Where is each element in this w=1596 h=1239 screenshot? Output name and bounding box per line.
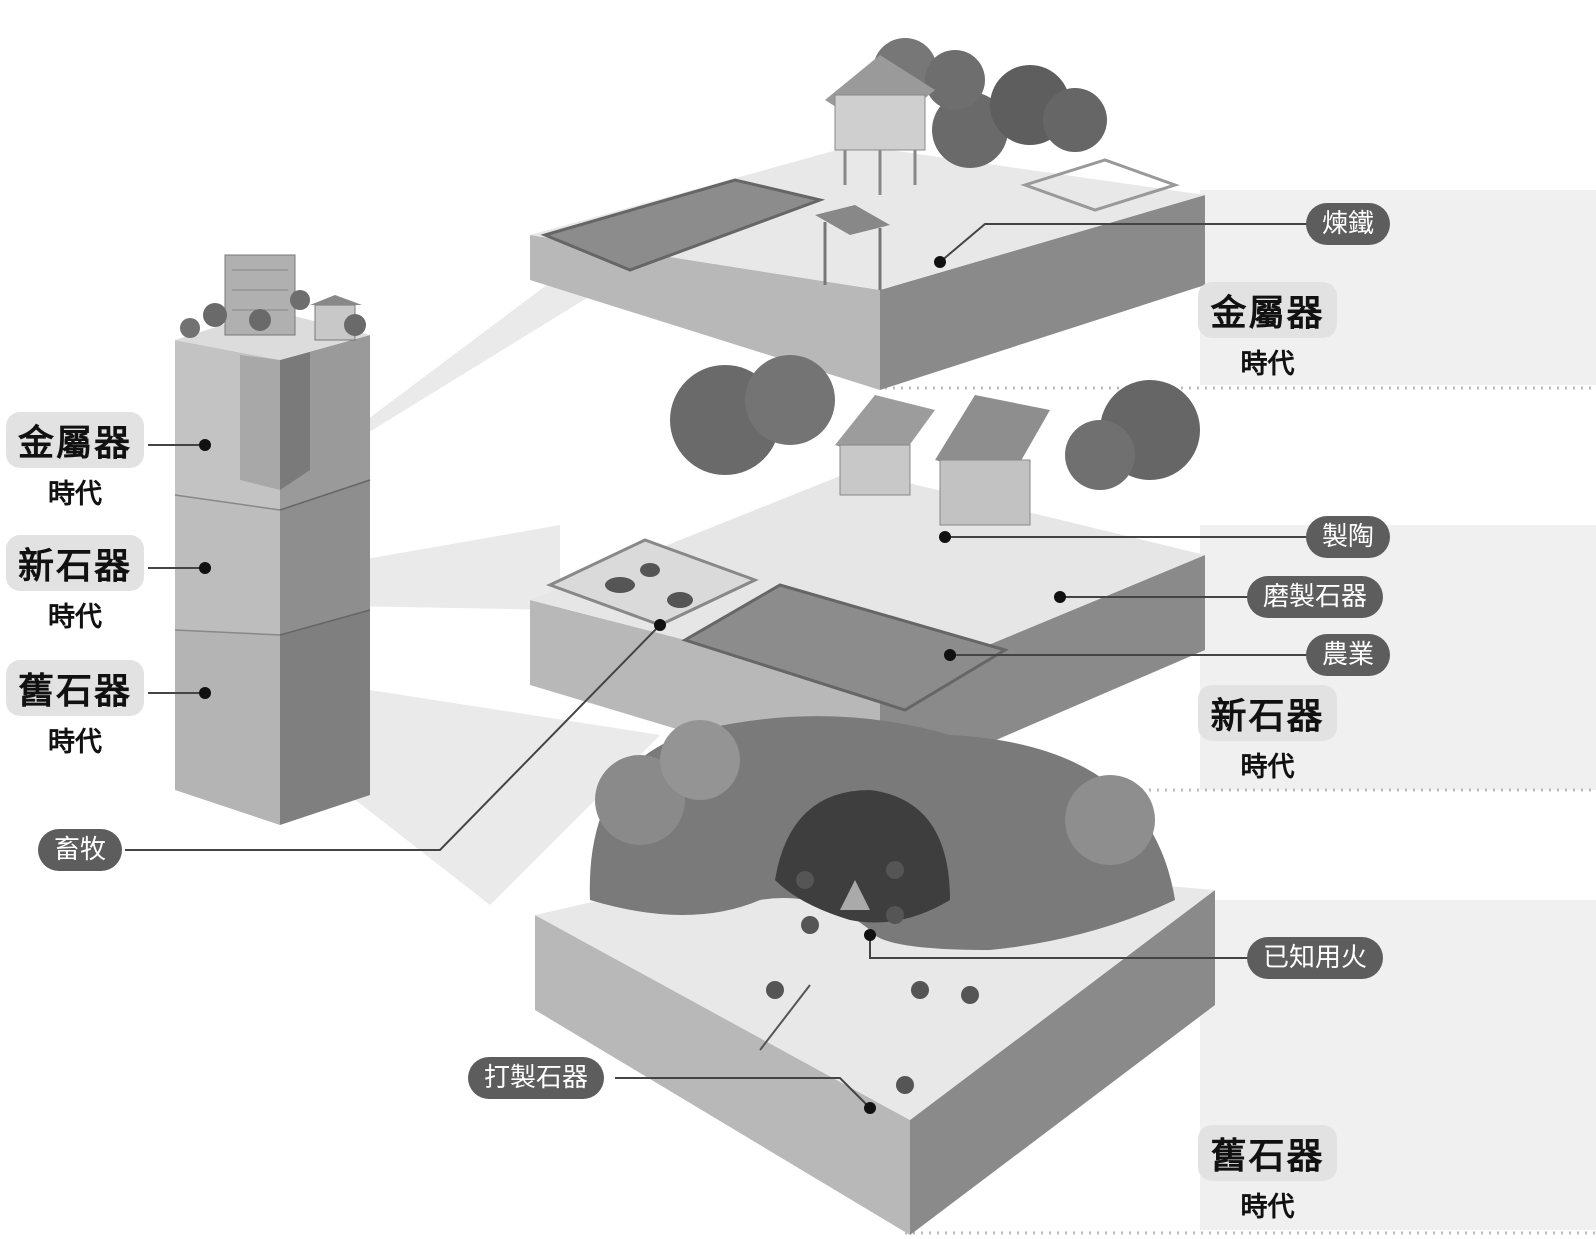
right-era-neolithic: 新石器 時代 [1190,685,1345,784]
left-era-metal-sub: 時代 [48,479,102,510]
left-era-paleolithic-name: 舊石器 [5,660,144,716]
callout-fire: 已知用火 [1247,937,1384,979]
slab-metal-age [530,38,1205,390]
callout-polished-stone: 磨製石器 [1247,576,1384,618]
left-era-metal: 金屬器 時代 [0,412,150,511]
left-era-neolithic-name: 新石器 [5,535,144,591]
leader-dots [199,256,1066,1114]
left-era-neolithic-sub: 時代 [48,602,102,633]
left-era-metal-name: 金屬器 [5,412,144,468]
leader-lines [125,223,1310,1109]
callout-agriculture: 農業 [1306,634,1391,676]
strata-column [174,254,371,825]
right-era-neolithic-sub: 時代 [1240,752,1295,783]
left-era-paleolithic: 舊石器 時代 [0,660,150,759]
right-era-paleolithic-sub: 時代 [1240,1192,1295,1223]
right-era-paleolithic: 舊石器 時代 [1190,1125,1345,1224]
right-era-metal: 金屬器 時代 [1190,282,1345,381]
right-era-neolithic-name: 新石器 [1198,685,1337,741]
left-era-paleolithic-sub: 時代 [48,727,102,758]
callout-herding: 畜牧 [38,829,123,871]
right-era-metal-sub: 時代 [1240,349,1295,380]
right-era-paleolithic-name: 舊石器 [1198,1125,1337,1181]
slab-paleolithic [535,716,1215,1235]
callout-chipped-stone: 打製石器 [468,1057,605,1099]
callout-pottery: 製陶 [1306,516,1391,558]
callout-smelting: 煉鐵 [1306,203,1391,245]
left-era-neolithic: 新石器 時代 [0,535,150,634]
right-era-metal-name: 金屬器 [1198,282,1337,338]
